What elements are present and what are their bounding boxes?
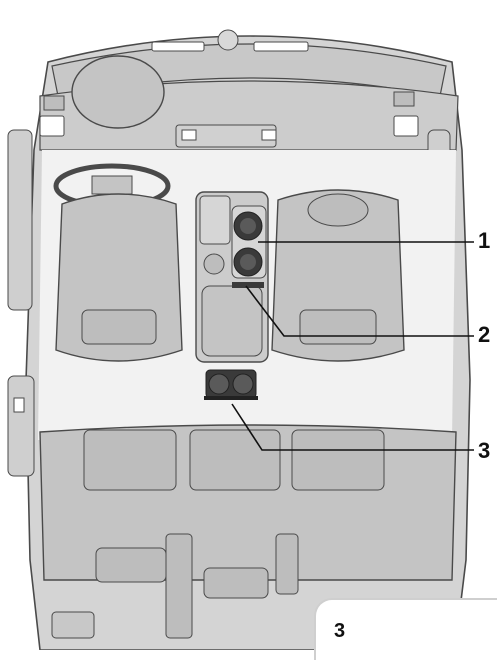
rear-seat-left-back xyxy=(83,429,177,491)
console-knob-icon xyxy=(203,253,225,275)
speaker-right-icon xyxy=(393,91,415,107)
caption-tab: 3 xyxy=(314,598,497,660)
rear-buckle-left xyxy=(165,533,193,639)
side-vent-right xyxy=(393,115,419,137)
leader-line-2 xyxy=(245,285,474,337)
door-rear-left xyxy=(7,375,35,477)
speaker-left-icon xyxy=(43,95,65,111)
door-front-left xyxy=(7,129,33,311)
callout-1: 1 xyxy=(478,228,491,253)
dash-vent-left xyxy=(151,41,205,52)
dash-vent-right xyxy=(253,41,309,52)
caption-label: 3 xyxy=(334,620,346,642)
center-vent-right xyxy=(261,129,277,141)
rear-seat-right-back xyxy=(291,429,385,491)
rear-seat-middle-back xyxy=(189,429,281,491)
side-vent-left xyxy=(39,115,65,137)
rear-seat-left-cushion xyxy=(95,547,167,583)
seat-front-right-cushion xyxy=(299,309,377,345)
cupholder-icon xyxy=(231,205,267,279)
passenger-headrest xyxy=(307,193,369,227)
center-vent-left xyxy=(181,129,197,141)
callout-2: 2 xyxy=(478,322,491,347)
dash-sensor xyxy=(217,29,239,51)
seat-front-left-cushion xyxy=(81,309,157,345)
gear-area xyxy=(199,195,231,245)
leader-line-3 xyxy=(231,403,474,451)
usb-port-icon xyxy=(232,282,264,288)
callout-3: 3 xyxy=(478,438,491,463)
steering-hub xyxy=(91,175,133,195)
rear-cargo-bin xyxy=(51,611,95,639)
rear-cupholder-icon xyxy=(204,369,258,400)
rear-buckle-right xyxy=(275,533,299,595)
door-handle-left-icon xyxy=(13,397,25,413)
driver-headrest xyxy=(71,55,165,129)
rear-seat-middle-cushion xyxy=(203,567,269,599)
